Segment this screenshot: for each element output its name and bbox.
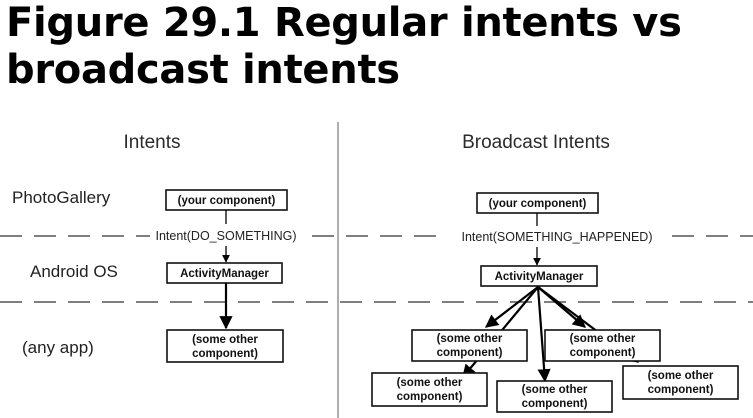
- right-receiver-1-line-1: (some other: [437, 333, 503, 345]
- right-receiver-2-line-1: (some other: [570, 333, 636, 345]
- left-sender-label: (your component): [178, 195, 276, 207]
- right-receiver-3-line-1: (some other: [397, 377, 463, 389]
- left-receiver-box: [166, 329, 284, 363]
- left-manager-box: [166, 262, 283, 284]
- left-intent-label: Intent(DO_SOMETHING): [156, 229, 297, 243]
- right-receiver-box-1: [411, 329, 528, 362]
- right-receiver-box-3: [371, 372, 488, 407]
- figure-title-line-2: broadcast intents: [6, 47, 400, 93]
- figure-title: Figure 29.1 Regular intents vs broadcast…: [6, 0, 751, 94]
- left-manager-label: ActivityManager: [180, 268, 269, 280]
- right-receiver-5-line-2: component): [648, 384, 714, 396]
- right-receiver-4-line-1: (some other: [522, 384, 588, 396]
- right-receiver-box-4: [496, 380, 613, 413]
- column-heading-broadcast-intents: Broadcast Intents: [462, 132, 610, 153]
- right-receiver-2-line-2: component): [570, 347, 636, 359]
- left-receiver-label-line-1: (some other: [192, 334, 258, 346]
- right-receiver-box-2: [544, 329, 661, 362]
- right-receiver-3-line-2: component): [397, 391, 463, 403]
- right-manager-label: ActivityManager: [495, 271, 584, 283]
- lane-label-photogallery: PhotoGallery: [12, 188, 111, 207]
- right-receiver-box-5: [622, 365, 739, 400]
- right-receiver-1-line-2: component): [437, 347, 503, 359]
- left-receiver-label-line-2: component): [192, 348, 258, 360]
- lane-label-android-os: Android OS: [30, 262, 118, 281]
- right-receiver-5-line-1: (some other: [648, 370, 714, 382]
- right-intent-label: Intent(SOMETHING_HAPPENED): [461, 230, 652, 244]
- right-diagram: (your component) Intent(SOMETHING_HAPPEN…: [371, 192, 739, 413]
- broadcast-arrow-3: [536, 286, 551, 383]
- lane-label-any-app: (any app): [22, 338, 94, 357]
- figure-title-line-1: Figure 29.1 Regular intents vs: [6, 0, 682, 46]
- right-manager-box: [480, 265, 598, 287]
- left-diagram: (your component) Intent(DO_SOMETHING) Ac…: [156, 189, 297, 363]
- right-sender-label: (your component): [489, 198, 587, 210]
- broadcast-arrow-1: [484, 286, 539, 328]
- column-heading-intents: Intents: [123, 132, 180, 153]
- right-receiver-4-line-2: component): [522, 398, 588, 410]
